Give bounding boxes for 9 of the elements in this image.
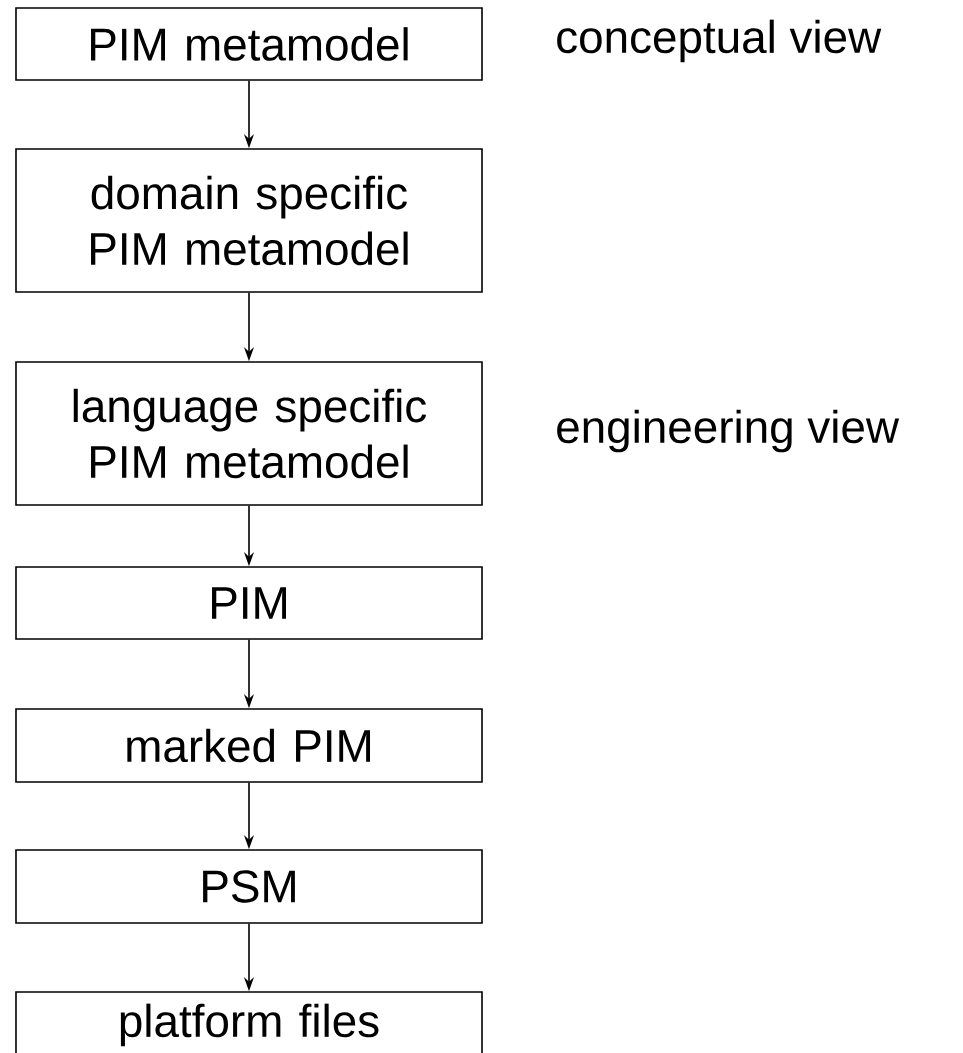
process-box: PSM [15,849,483,924]
process-box: platform files [15,991,483,1053]
view-label: conceptual view [557,19,882,63]
process-box: PIM metamodel [15,7,483,81]
process-box: domain specific PIM metamodel [15,148,483,293]
process-box: PIM [15,566,483,640]
process-box: language specific PIM metamodel [15,361,483,506]
view-label: engineering view [557,409,900,453]
process-box: marked PIM [15,708,483,783]
